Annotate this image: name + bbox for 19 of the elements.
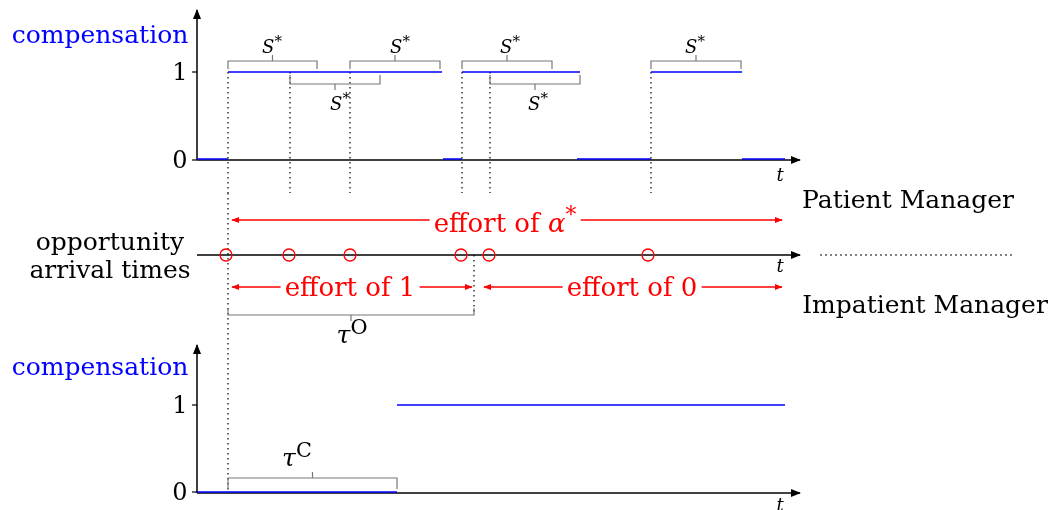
axis-label: t bbox=[776, 256, 784, 276]
bracket-label: τ$^{C}$ bbox=[282, 438, 312, 472]
row-label: Impatient Manager bbox=[802, 291, 1048, 319]
bracket-label: S$^{*}$ bbox=[528, 90, 548, 114]
tick-label: 1 bbox=[172, 391, 188, 419]
row-label: Patient Manager bbox=[802, 186, 1014, 214]
tick-label: 0 bbox=[172, 146, 188, 174]
bracket-label: S$^{*}$ bbox=[500, 33, 520, 57]
axis-title: compensation bbox=[11, 353, 189, 381]
bracket-label: S$^{*}$ bbox=[685, 33, 705, 57]
row-label: opportunity arrival times bbox=[28, 227, 192, 283]
bracket-label: S$^{*}$ bbox=[390, 33, 410, 57]
bracket-label: τ$^{O}$ bbox=[336, 315, 368, 349]
axis-title: compensation bbox=[11, 21, 189, 49]
bracket-label: S$^{*}$ bbox=[330, 90, 350, 114]
tick-label: 1 bbox=[172, 58, 188, 86]
tick-label: 0 bbox=[172, 478, 188, 506]
bracket-label: S$^{*}$ bbox=[262, 33, 282, 57]
axis-label: t bbox=[776, 165, 784, 185]
